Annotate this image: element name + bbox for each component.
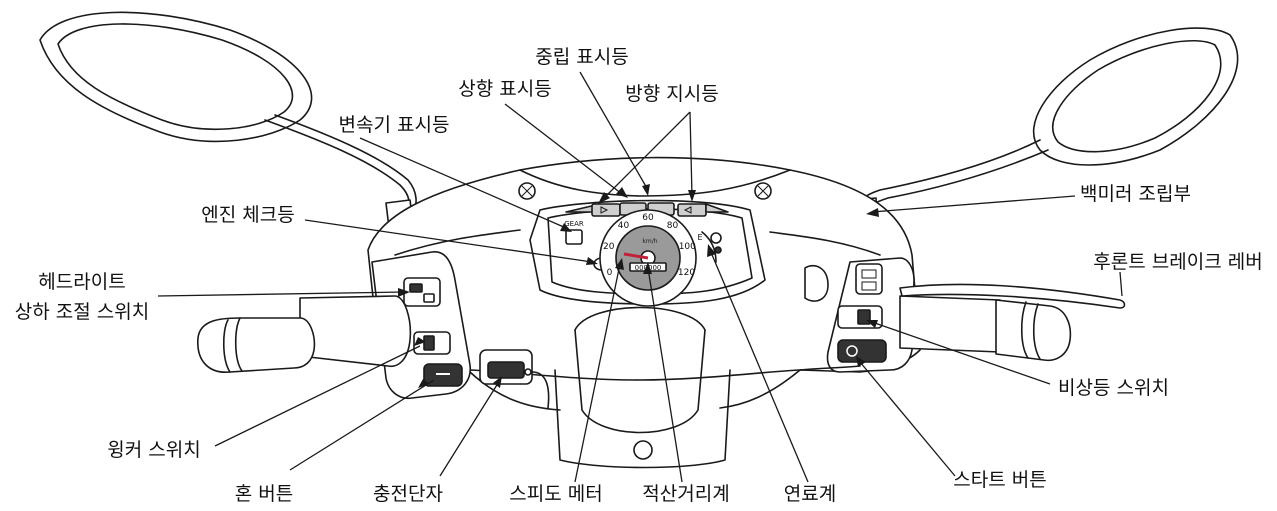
label-start-button: 스타트 버튼 <box>953 469 1046 491</box>
fuel-empty-mark: E <box>697 233 702 242</box>
label-hazard-switch: 비상등 스위치 <box>1058 377 1169 399</box>
label-front-brake-lever: 후론트 브레이크 레버 <box>1093 251 1262 273</box>
labels: 중립 표시등 상향 표시등 방향 지시등 변속기 표시등 백미러 조립부 엔진 … <box>15 46 1263 505</box>
label-speedometer: 스피도 메터 <box>509 483 602 505</box>
speedometer-tick-100: 100 <box>679 242 696 252</box>
label-headlight-switch-2: 상하 조절 스위치 <box>15 301 149 323</box>
label-odometer: 적산거리계 <box>642 483 729 505</box>
speedometer-tick-120: 120 <box>678 268 695 278</box>
label-gear-indicator: 변속기 표시등 <box>339 114 450 136</box>
leader-arrowheads <box>398 184 879 388</box>
speedometer-tick-20: 20 <box>603 242 615 252</box>
right-switch-housing <box>799 257 915 373</box>
speed-unit: km/h <box>642 238 657 245</box>
label-headlight-switch-1: 헤드라이트 <box>38 271 125 293</box>
left-grip <box>197 295 412 373</box>
gear-tag: GEAR <box>564 220 584 228</box>
speedometer-tick-labels: 0 20 40 60 80 100 120 <box>603 213 696 278</box>
speedometer-tick-0: 0 <box>607 268 613 278</box>
right-grip <box>899 283 1126 362</box>
start-button[interactable] <box>837 339 887 363</box>
speedometer-tick-40: 40 <box>618 221 630 231</box>
label-high-beam-indicator: 상향 표시등 <box>458 78 551 100</box>
speedometer-needle <box>623 252 649 260</box>
label-engine-check: 엔진 체크등 <box>201 204 294 226</box>
speedometer-tick-60: 60 <box>642 213 654 223</box>
speedometer-tick-80: 80 <box>667 221 679 231</box>
label-charging-port: 충전단자 <box>373 483 443 505</box>
label-mirror-mount: 백미러 조립부 <box>1080 183 1191 205</box>
label-winker-switch: 윙커 스위치 <box>107 439 200 461</box>
leader-lines <box>157 71 1123 483</box>
label-horn-button: 혼 버튼 <box>235 483 293 505</box>
label-neutral-indicator: 중립 표시등 <box>535 46 628 68</box>
charging-port[interactable] <box>479 349 550 409</box>
label-turn-indicator: 방향 지시등 <box>625 83 718 105</box>
label-fuel-gauge: 연료계 <box>784 483 836 505</box>
